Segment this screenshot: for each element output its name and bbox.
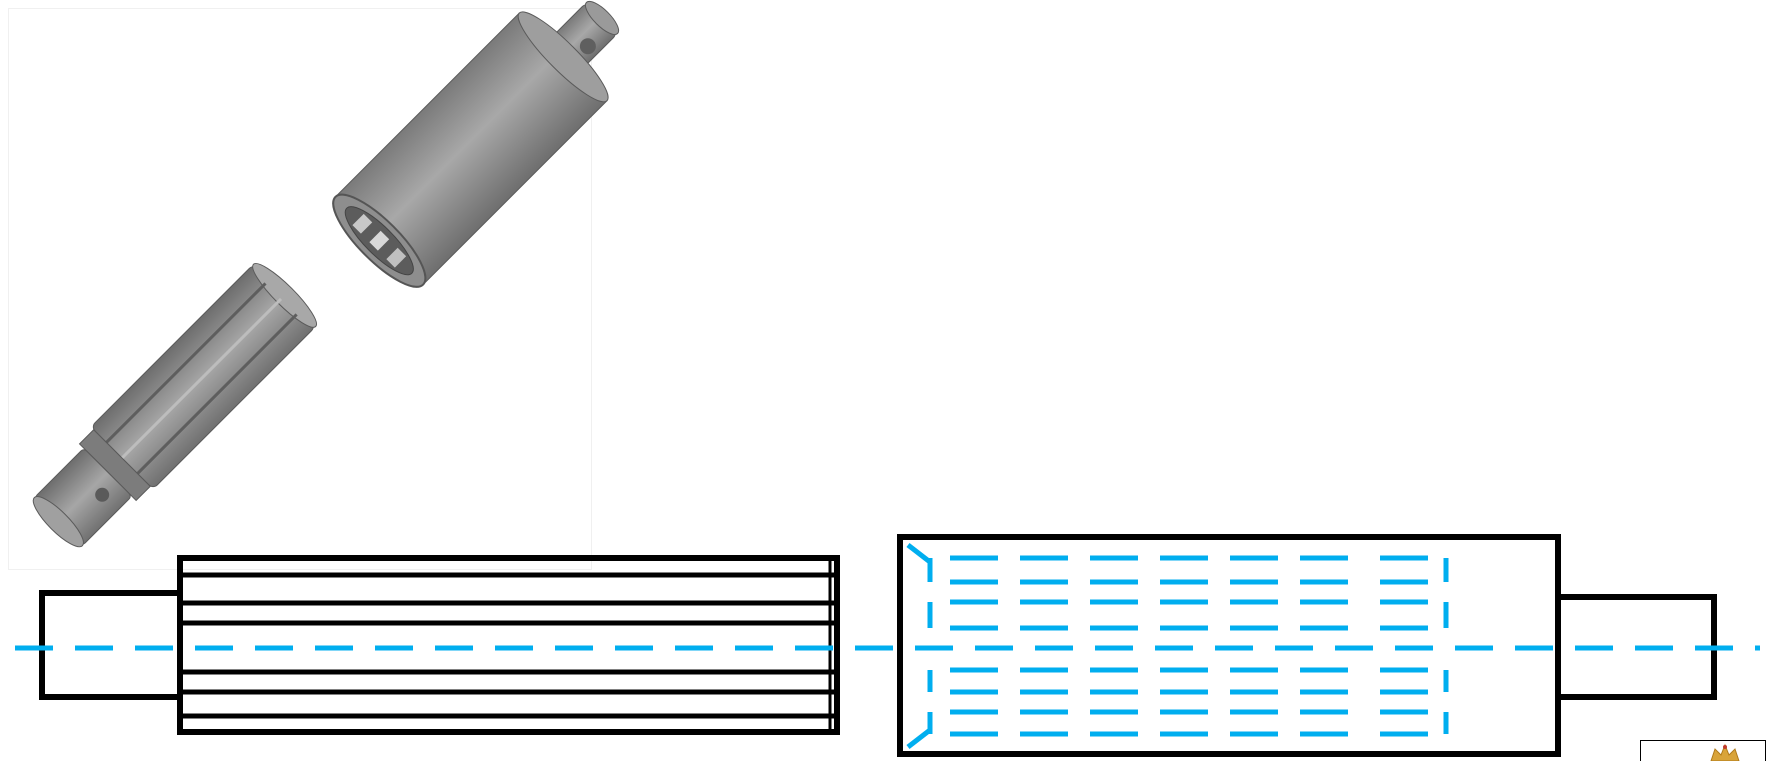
crest-logo-icon: [1710, 743, 1740, 761]
shaft-render: [32, 262, 318, 548]
shaft-orthographic-view: [39, 555, 840, 735]
sleeve-render: [332, 0, 620, 288]
sleeve-hidden-lines: [906, 543, 1449, 749]
shaft-end-left: [39, 590, 183, 700]
logo-box: [1640, 740, 1766, 761]
render-frame: [8, 8, 592, 570]
shaft-spline-body: [177, 555, 840, 735]
